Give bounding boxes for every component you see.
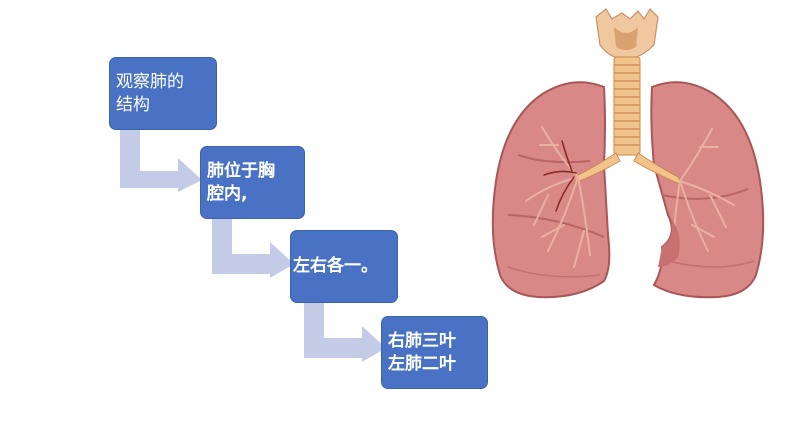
flow-step-left-right-one-each: 左右各一。 <box>290 230 398 303</box>
connector-arrow-2 <box>212 218 294 278</box>
flow-step-text: 肺位于胸 <box>207 160 275 181</box>
flow-step-lung-location: 肺位于胸 腔内, <box>200 146 305 219</box>
connector-arrow-1 <box>120 128 202 192</box>
flow-step-text: 腔内, <box>207 183 248 204</box>
flow-step-text: 右肺三叶 <box>388 330 456 351</box>
flow-step-text: 结构 <box>116 94 150 115</box>
flow-step-lung-lobes: 右肺三叶 左肺二叶 <box>381 316 488 389</box>
lungs-icon <box>491 8 765 299</box>
flow-step-observe-lung-structure: 观察肺的 结构 <box>109 57 217 130</box>
flow-step-text: 左肺二叶 <box>388 353 456 374</box>
flow-step-text: 左右各一。 <box>293 256 378 276</box>
flow-step-text: 观察肺的 <box>116 71 184 92</box>
connector-arrow-3 <box>304 302 386 362</box>
